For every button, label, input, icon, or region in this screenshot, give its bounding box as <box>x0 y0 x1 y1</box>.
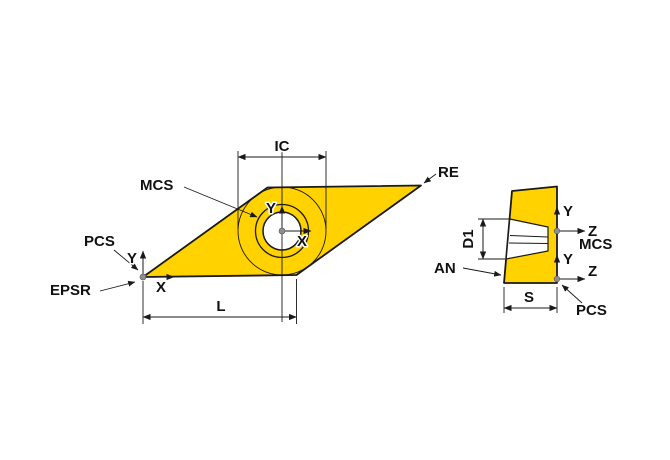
side-mcs-origin-dot <box>553 227 561 235</box>
center-y-label: Y <box>266 200 276 217</box>
bore-edge-top <box>509 235 549 238</box>
center-axes: Y X <box>264 199 312 252</box>
re-leader-line <box>423 173 437 184</box>
corner-y-label: Y <box>127 250 137 267</box>
front-view: IC MCS RE PCS EPSR <box>49 137 460 324</box>
side-pcs-leader-line <box>561 284 583 304</box>
pcs-origin-dot <box>139 273 147 281</box>
corner-axes: Y X <box>125 249 175 298</box>
epsr-leader-line <box>99 280 136 292</box>
mcs-origin-dot <box>278 227 286 235</box>
mcs-leader-line <box>183 186 258 218</box>
pcs-label-front: PCS <box>84 233 115 250</box>
side-pcs-z-label: Z <box>588 263 597 280</box>
s-label: S <box>524 289 534 306</box>
re-label: RE <box>438 164 459 181</box>
epsr-label: EPSR <box>50 282 91 299</box>
an-leader-line <box>462 267 502 277</box>
an-callout: AN <box>433 259 502 279</box>
side-mcs-label: MCS <box>579 236 612 253</box>
pcs-callout-front: PCS <box>83 232 139 271</box>
side-mcs-y-label: Y <box>563 203 573 220</box>
hole-section-gap <box>505 218 549 260</box>
bore-edge-bottom <box>508 242 549 244</box>
ic-dimension: IC <box>237 137 327 229</box>
d1-dimension: D1 <box>459 218 509 260</box>
pcs-leader-line <box>113 249 139 271</box>
corner-x-label: X <box>156 279 166 296</box>
side-pcs-label: PCS <box>576 302 607 319</box>
side-view: D1 AN S Y Z MCS <box>433 185 614 321</box>
ic-label: IC <box>275 138 290 155</box>
s-dimension: S <box>503 287 558 313</box>
d1-label: D1 <box>460 229 477 248</box>
mcs-label-front: MCS <box>140 177 173 194</box>
l-dimension: L <box>142 279 297 324</box>
re-callout: RE <box>423 163 460 184</box>
side-pcs-origin-dot <box>553 275 561 283</box>
mcs-callout-front: MCS <box>139 176 258 218</box>
center-x-label: X <box>297 233 307 250</box>
side-mcs-z-label: Z <box>588 223 597 240</box>
l-label: L <box>216 298 225 315</box>
epsr-callout: EPSR <box>49 280 136 301</box>
side-pcs-axes: Y Z PCS <box>553 250 608 321</box>
an-label: AN <box>434 260 456 277</box>
side-mcs-axes: Y Z MCS <box>553 202 614 255</box>
side-pcs-y-label: Y <box>563 251 573 268</box>
